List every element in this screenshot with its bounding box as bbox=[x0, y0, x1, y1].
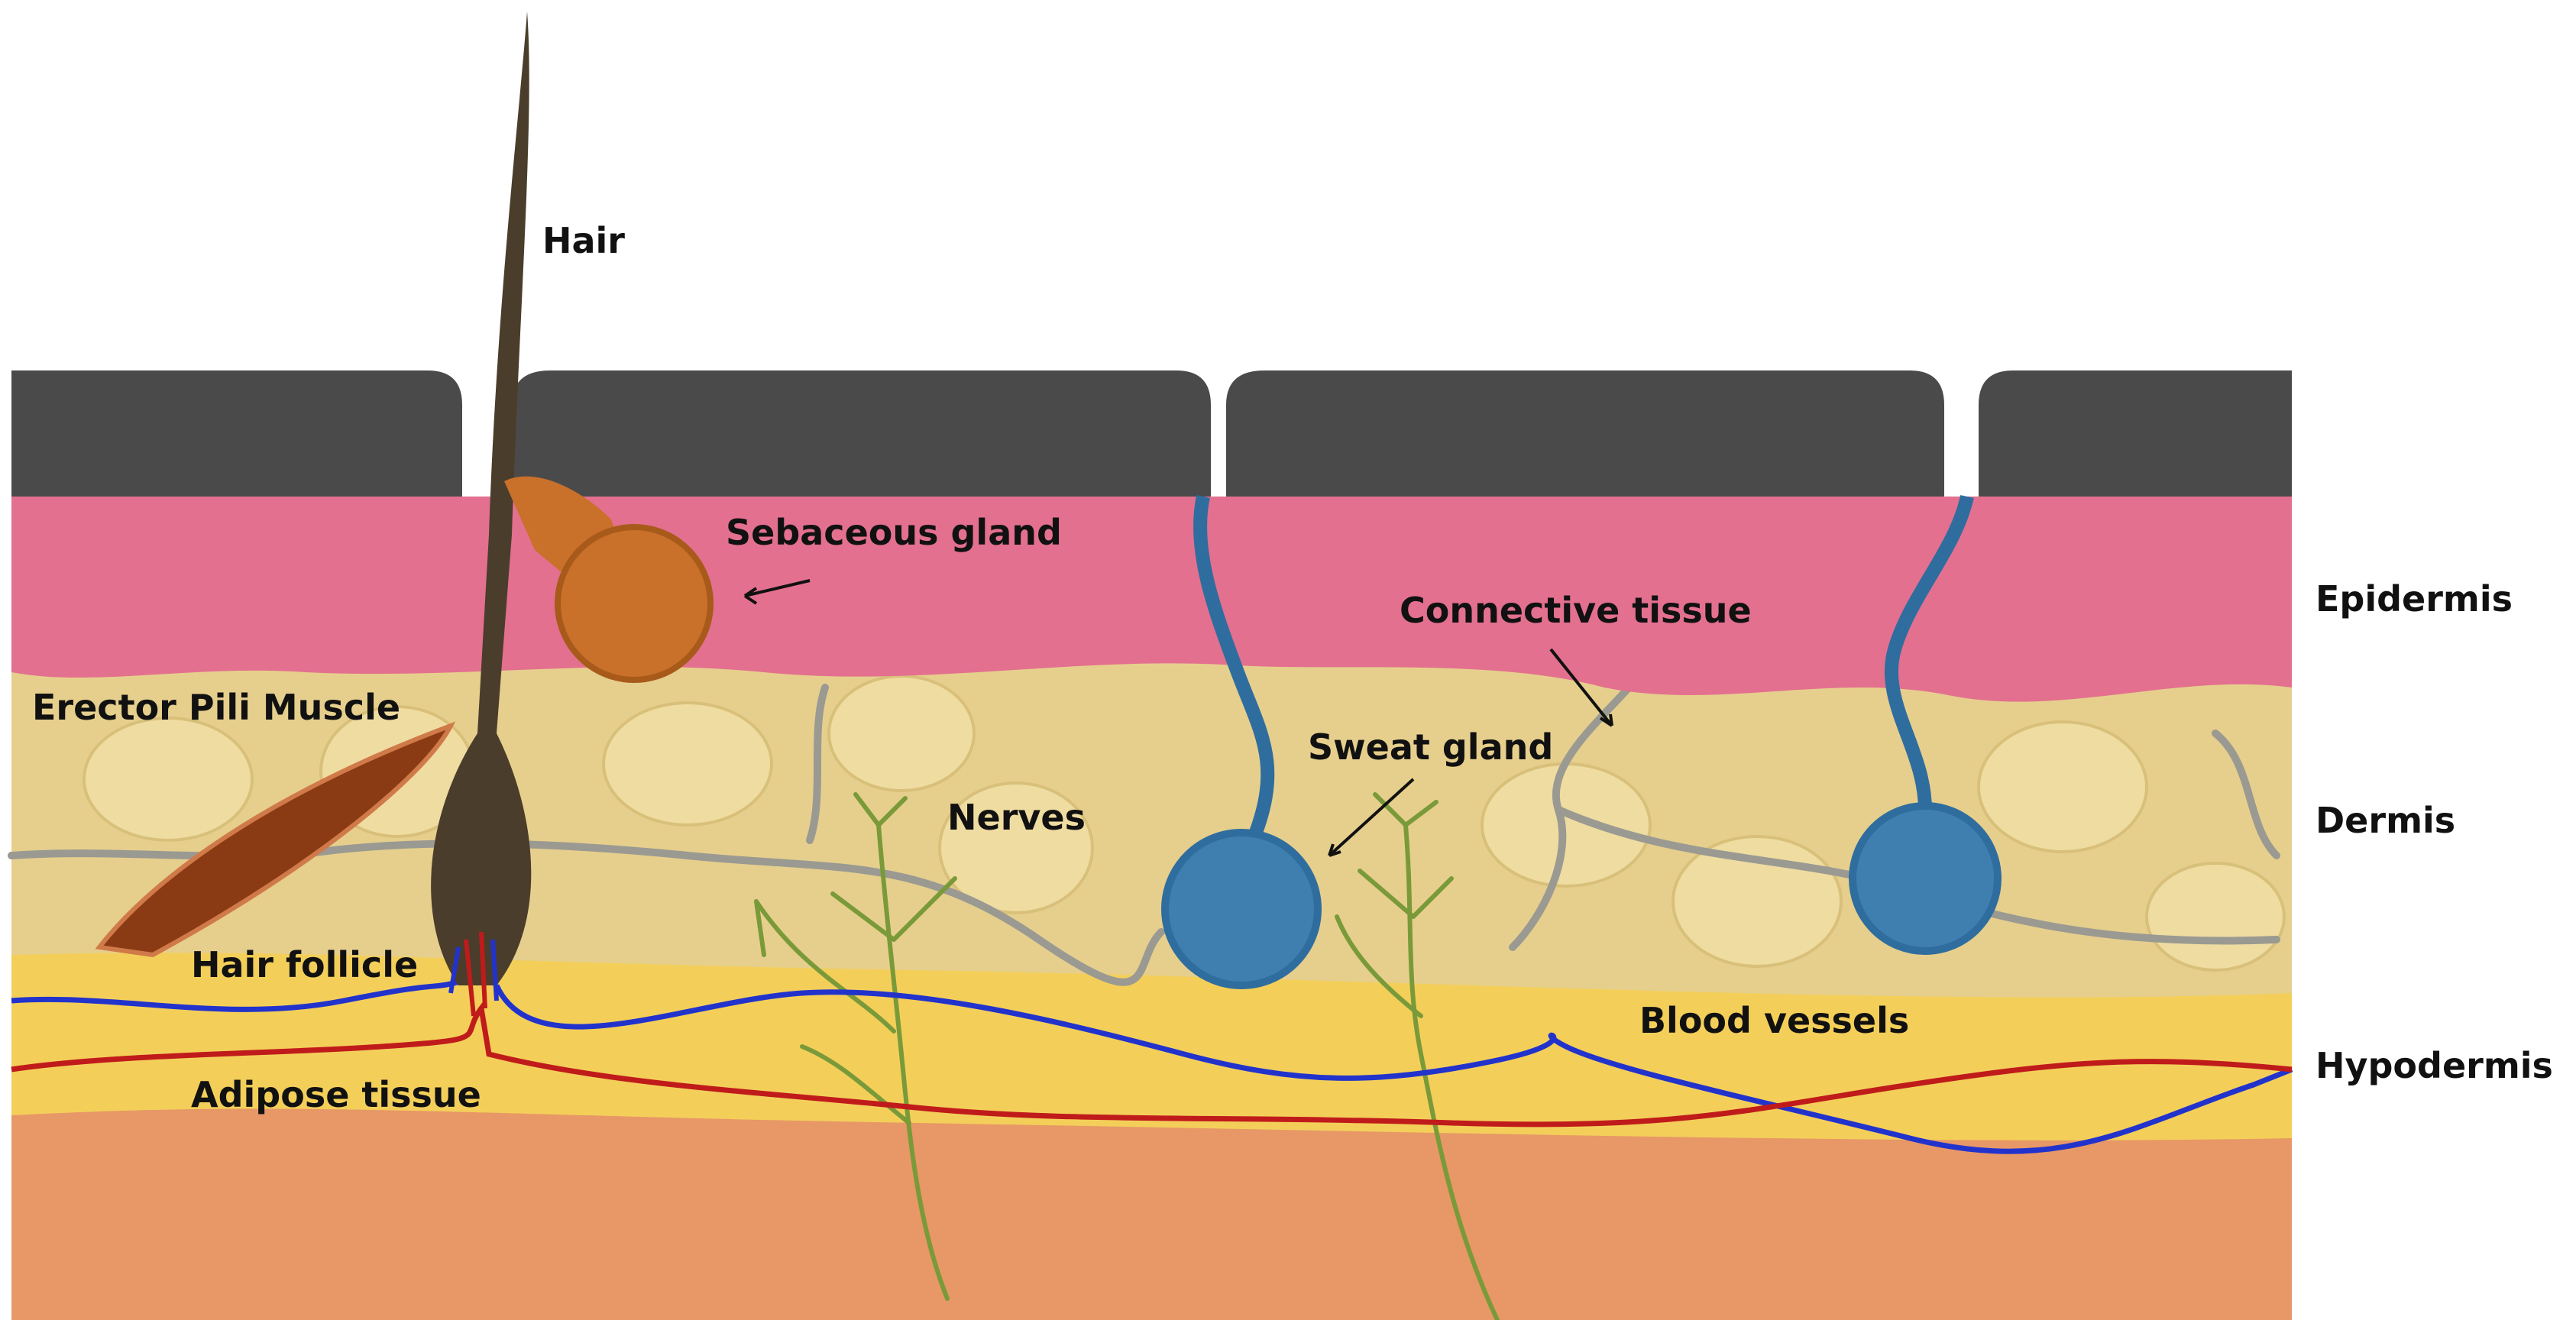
label-erector-pili-muscle: Erector Pili Muscle bbox=[32, 690, 400, 725]
label-sebaceous-gland: Sebaceous gland bbox=[726, 515, 1062, 550]
label-nerves: Nerves bbox=[947, 800, 1086, 835]
label-hypodermis: Hypodermis bbox=[2315, 1048, 2553, 1083]
label-connective-tissue: Connective tissue bbox=[1400, 593, 1752, 628]
label-adipose-tissue: Adipose tissue bbox=[191, 1077, 481, 1112]
stratum-corneum bbox=[11, 370, 2292, 497]
label-epidermis: Epidermis bbox=[2315, 581, 2513, 616]
label-hair-follicle: Hair follicle bbox=[191, 947, 418, 982]
label-sweat-gland: Sweat gland bbox=[1308, 730, 1553, 765]
label-dermis: Dermis bbox=[2315, 803, 2455, 838]
label-hair: Hair bbox=[542, 223, 625, 258]
label-blood-vessels: Blood vessels bbox=[1639, 1003, 1909, 1038]
